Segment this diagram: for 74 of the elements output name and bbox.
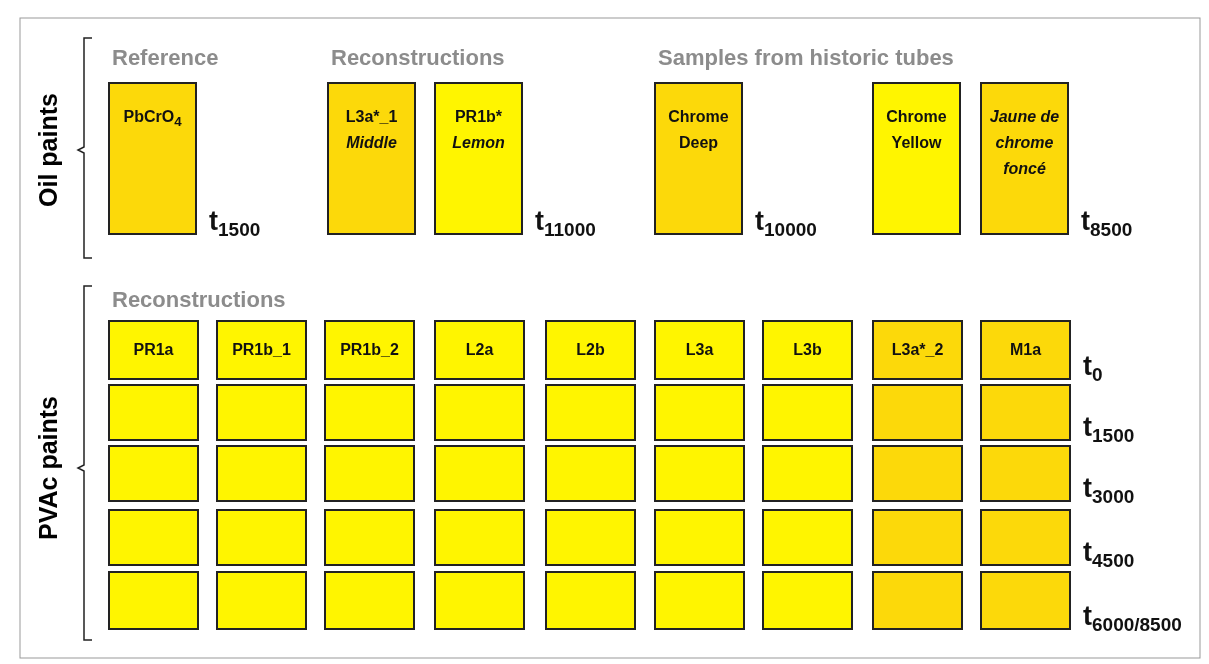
paint-swatch — [434, 571, 525, 630]
paint-swatch — [216, 509, 307, 566]
paint-swatch — [216, 571, 307, 630]
paint-swatch — [434, 384, 525, 441]
sample-name: Jaune de chrome foncé — [988, 107, 1061, 179]
sample-name: PbCrO$_{4}$ — [122, 107, 183, 132]
time-label: t$_{4500}$ — [1083, 539, 1135, 570]
paint-swatch — [654, 509, 745, 566]
paint-swatch — [872, 384, 963, 441]
paint-sample-box — [545, 320, 636, 380]
group-label: PVAc paints — [33, 396, 63, 540]
section-heading: Samples from historic tubes — [658, 45, 954, 71]
sample-name: M1a — [1009, 340, 1042, 360]
sample-name: Chrome Deep — [667, 107, 730, 153]
paint-sample-box — [434, 320, 525, 380]
paint-swatch — [216, 384, 307, 441]
paint-swatch — [108, 509, 199, 566]
paint-sample-box — [872, 320, 963, 380]
time-label: t$_{0}$ — [1083, 353, 1103, 384]
paint-swatch — [324, 571, 415, 630]
sample-name: L2b — [576, 340, 605, 360]
sample-name: PR1a — [133, 340, 174, 360]
paint-swatch — [434, 445, 525, 502]
time-label: t$_{8500}$ — [1081, 208, 1133, 239]
paint-swatch — [872, 445, 963, 502]
paint-sample-box — [762, 320, 853, 380]
paint-swatch — [216, 445, 307, 502]
paint-swatch — [545, 445, 636, 502]
sample-name: Middle — [345, 133, 398, 153]
paint-swatch — [654, 571, 745, 630]
section-heading: Reconstructions — [112, 287, 286, 313]
paint-swatch — [324, 384, 415, 441]
paint-swatch — [324, 509, 415, 566]
paint-swatch — [108, 571, 199, 630]
section-heading: Reconstructions — [331, 45, 505, 71]
sample-name: L3a*_1 — [344, 107, 399, 127]
sample-name: Lemon — [451, 133, 506, 153]
paint-swatch — [872, 509, 963, 566]
sample-name: L3b — [793, 340, 822, 360]
section-heading: Reference — [112, 45, 219, 71]
time-label: t$_{3000}$ — [1083, 475, 1135, 506]
paint-swatch — [762, 509, 853, 566]
paint-swatch — [545, 509, 636, 566]
time-label: t$_{10000}$ — [755, 208, 817, 239]
paint-swatch — [545, 384, 636, 441]
paint-swatch — [654, 384, 745, 441]
paint-swatch — [434, 509, 525, 566]
paint-swatch — [872, 571, 963, 630]
time-label: t$_{1500}$ — [1083, 414, 1135, 445]
group-label: Oil paints — [33, 93, 63, 207]
sample-name: PR1b_2 — [340, 340, 399, 360]
paint-sample-box — [327, 82, 416, 235]
paint-sample-box — [872, 82, 961, 235]
paint-swatch — [762, 384, 853, 441]
paint-swatch — [654, 445, 745, 502]
sample-name: L3a*_2 — [891, 340, 944, 360]
paint-swatch — [762, 445, 853, 502]
sample-name: L3a — [685, 340, 714, 360]
sample-name: L2a — [465, 340, 494, 360]
sample-name: Chrome Yellow — [885, 107, 948, 153]
paint-sample-box — [654, 320, 745, 380]
paint-swatch — [545, 571, 636, 630]
sample-name: PR1b* — [453, 107, 504, 127]
time-label: t$_{6000/8500}$ — [1083, 603, 1182, 634]
paint-swatch — [762, 571, 853, 630]
sample-name: PR1b_1 — [232, 340, 291, 360]
time-label: t$_{1500}$ — [209, 208, 261, 239]
paint-swatch — [108, 384, 199, 441]
paint-sample-box — [108, 320, 199, 380]
time-label: t$_{11000}$ — [535, 208, 596, 239]
paint-sample-box — [324, 320, 415, 380]
paint-swatch — [108, 445, 199, 502]
paint-sample-box — [216, 320, 307, 380]
paint-swatch — [324, 445, 415, 502]
